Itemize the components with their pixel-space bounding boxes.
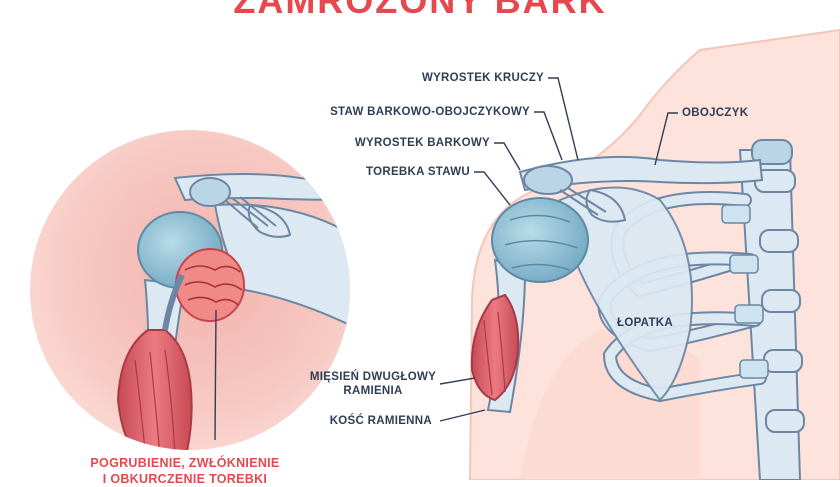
magnified-view	[30, 130, 350, 450]
label-biceps-line2: RAMIENIA	[343, 385, 403, 397]
label-biceps-line1: MIĘSIEŃ DWUGŁOWY	[309, 371, 437, 383]
label-biceps: MIĘSIEŃ DWUGŁOWY RAMIENIA	[306, 370, 440, 398]
inflamed-capsule	[175, 248, 245, 322]
biceps-muscle-magnified	[116, 329, 193, 450]
caption-line2: I OBKURCZENIE TOREBKI	[102, 472, 268, 486]
label-coracoid-process: WYROSTEK KRUCZY	[421, 72, 544, 84]
label-ac-joint: STAW BARKOWO-OBOJCZYKOWY	[330, 106, 530, 118]
biceps-muscle	[470, 293, 520, 402]
leader-lines	[214, 77, 678, 441]
spine	[738, 139, 805, 480]
scapula	[558, 186, 693, 402]
joint-capsule	[491, 197, 589, 283]
caption-line1: POGRUBIENIE, ZWŁÓKNIENIE	[90, 456, 280, 470]
capsule-caption: POGRUBIENIE, ZWŁÓKNIENIE I OBKURCZENIE T…	[70, 455, 300, 487]
clavicle	[518, 155, 764, 192]
acromion	[523, 165, 573, 195]
label-acromion: WYROSTEK BARKOWY	[354, 137, 490, 149]
label-joint-capsule: TOREBKA STAWU	[366, 166, 470, 178]
page-title: ZAMROŻONY BARK	[233, 0, 607, 21]
label-clavicle: OBOJCZYK	[682, 107, 749, 119]
skeleton	[470, 139, 805, 480]
label-scapula: ŁOPATKA	[617, 317, 673, 329]
label-humerus: KOŚĆ RAMIENNA	[329, 415, 432, 427]
